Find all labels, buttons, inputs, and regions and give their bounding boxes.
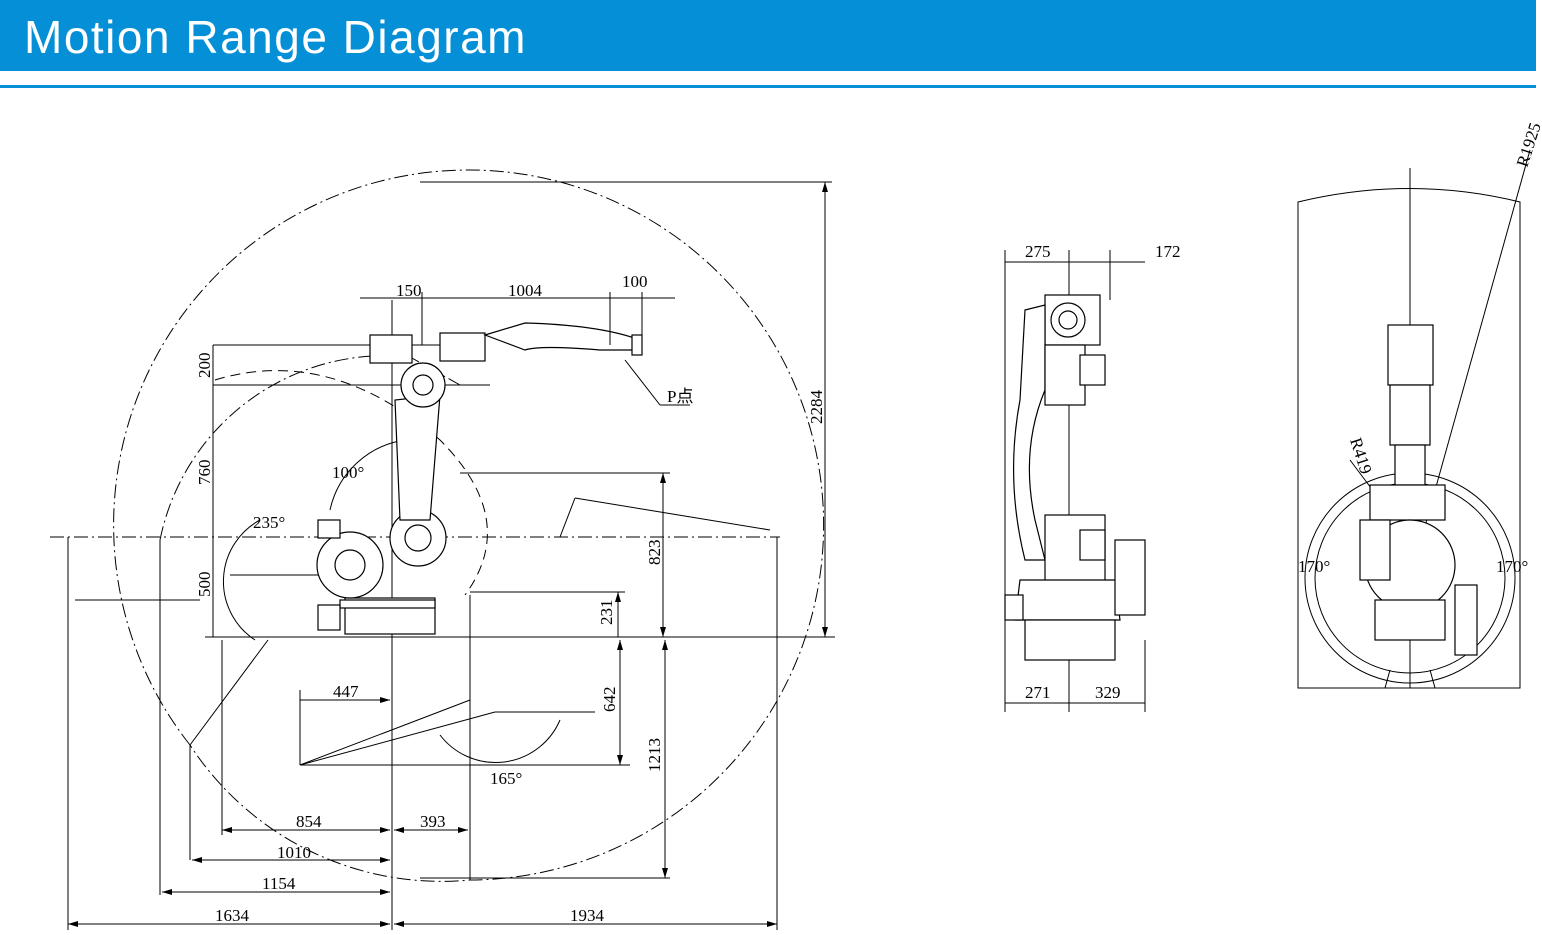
header-divider xyxy=(0,85,1536,88)
side-view: 150 1004 100 P点 200 760 500 100° 235° 82… xyxy=(50,169,835,930)
inner-reach-arc xyxy=(214,370,488,596)
dim-271: 271 xyxy=(1025,683,1051,702)
dim-760: 760 xyxy=(195,460,214,486)
title-banner: Motion Range Diagram xyxy=(0,0,1536,71)
dim-500: 500 xyxy=(195,572,214,598)
angle-100: 100° xyxy=(332,463,364,482)
robot-front-illustration xyxy=(1004,294,1146,661)
dim-823: 823 xyxy=(645,540,664,566)
dim-231: 231 xyxy=(597,600,616,626)
dim-172: 172 xyxy=(1155,242,1181,261)
p-point-label: P点 xyxy=(667,387,693,406)
outer-envelope-arc xyxy=(113,169,825,882)
angle-165: 165° xyxy=(490,769,522,788)
robot-top-illustration xyxy=(1359,324,1478,656)
radius-1925: R1925 xyxy=(1513,120,1542,169)
dim-1010: 1010 xyxy=(277,843,311,862)
dim-447: 447 xyxy=(333,682,359,701)
dim-1634: 1634 xyxy=(215,906,250,925)
dim-150: 150 xyxy=(396,281,422,300)
dim-275: 275 xyxy=(1025,242,1051,261)
top-view: R1925 R419 170° 170° xyxy=(1297,120,1542,689)
radius-419: R419 xyxy=(1346,435,1375,476)
dim-1154: 1154 xyxy=(262,874,296,893)
angle-235: 235° xyxy=(253,513,285,532)
dim-1934: 1934 xyxy=(570,906,605,925)
dim-1213: 1213 xyxy=(645,738,664,772)
robot-side-illustration xyxy=(316,322,643,635)
dim-854: 854 xyxy=(296,812,322,831)
dim-100: 100 xyxy=(622,272,648,291)
dim-329: 329 xyxy=(1095,683,1121,702)
angle-170-left: 170° xyxy=(1298,557,1330,576)
dim-2284: 2284 xyxy=(807,390,826,425)
dim-393: 393 xyxy=(420,812,446,831)
dim-200: 200 xyxy=(195,353,214,379)
angle-170-right: 170° xyxy=(1496,557,1528,576)
front-view: 275 172 271 329 xyxy=(1004,242,1181,712)
inner-envelope-arc xyxy=(159,355,461,541)
dim-1004: 1004 xyxy=(508,281,543,300)
page-title: Motion Range Diagram xyxy=(24,11,528,63)
dim-642: 642 xyxy=(600,687,619,713)
